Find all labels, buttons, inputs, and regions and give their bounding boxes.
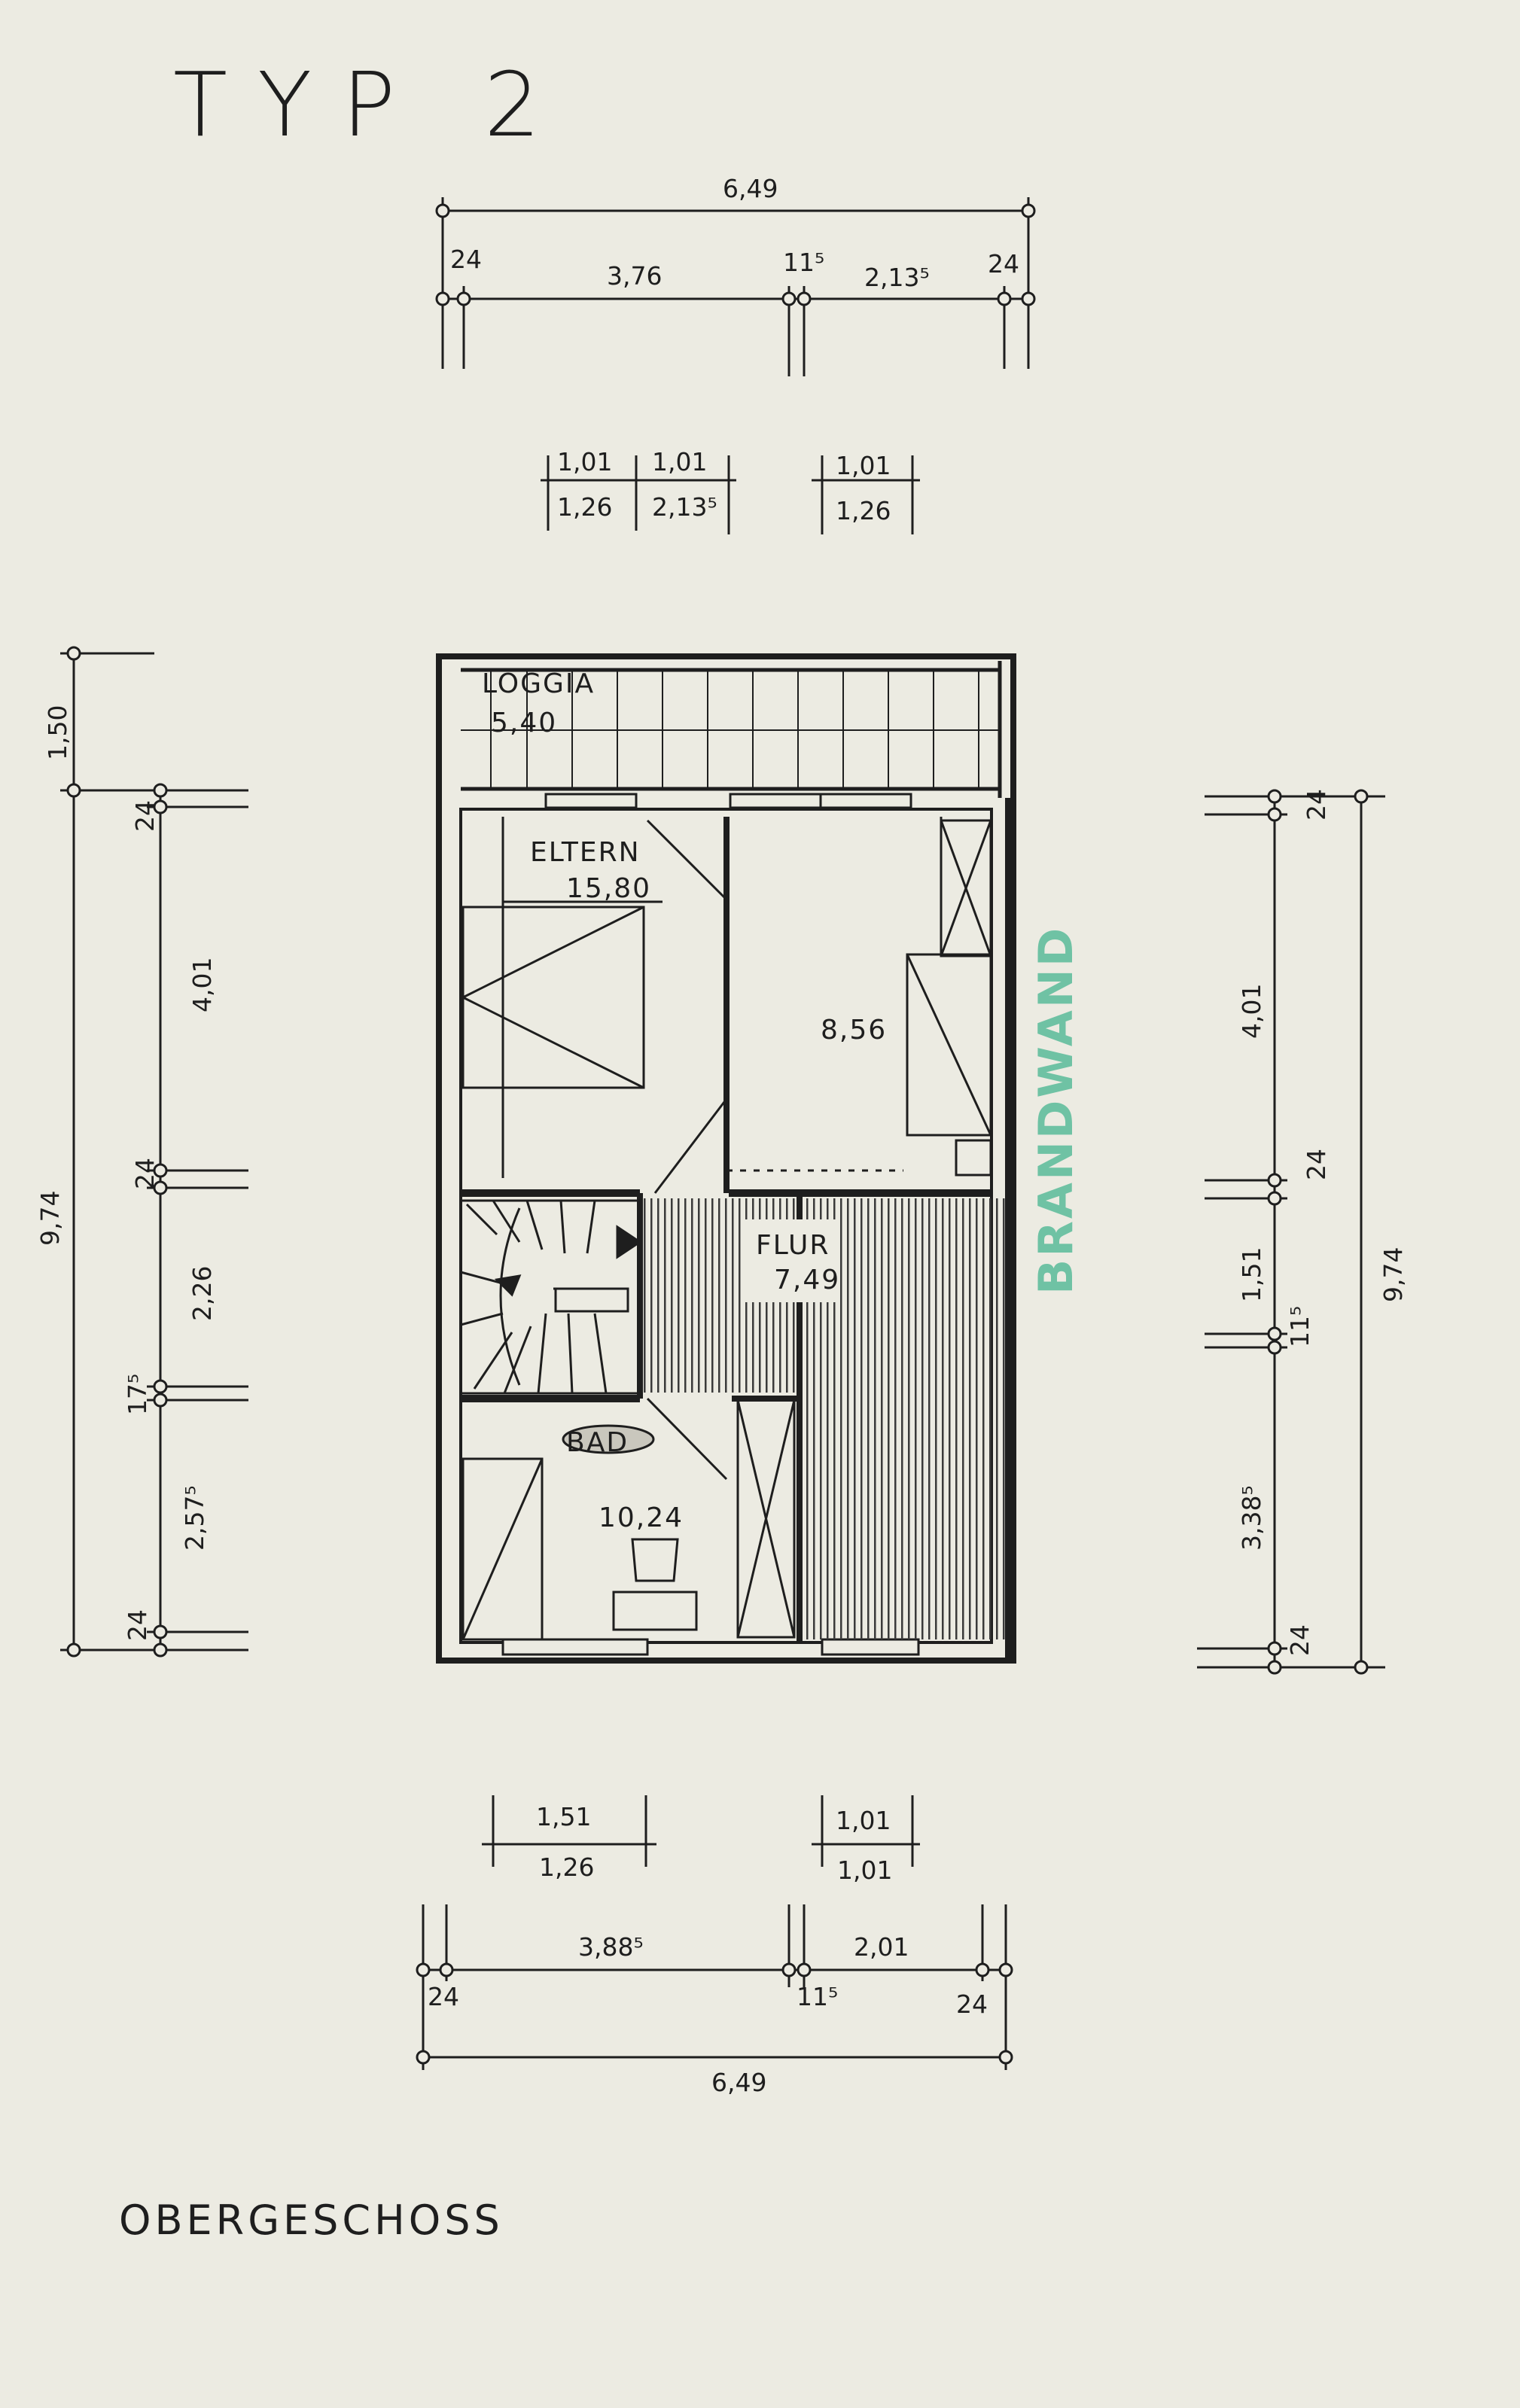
window-3-height: 1,26 [836, 496, 891, 525]
window-b2-width: 1,01 [836, 1806, 891, 1835]
dimension-chain-top [435, 197, 1036, 376]
dim-top-wall-left: 24 [450, 245, 482, 274]
dim-right-room-3: 3,38⁵ [1237, 1485, 1266, 1551]
window-2-height: 2,13⁵ [652, 492, 717, 522]
dimension-chain-right [1197, 789, 1385, 1675]
dim-left-loggia: 1,50 [43, 705, 72, 760]
dim-bottom-room-right: 2,01 [854, 1932, 909, 1962]
dim-left-wall-2: 24 [130, 1158, 160, 1189]
dim-left-room-3: 2,57⁵ [180, 1485, 209, 1551]
dim-right-total: 9,74 [1378, 1247, 1408, 1302]
room-flur-name: FLUR [756, 1230, 830, 1261]
dim-top-room-left: 3,76 [607, 261, 662, 291]
room-kind-area: 8,56 [821, 1015, 887, 1046]
room-loggia-area: 5,40 [491, 708, 557, 738]
dim-top-room-right: 2,13⁵ [864, 263, 930, 292]
window-b1-height: 1,26 [539, 1852, 594, 1882]
window-3-width: 1,01 [836, 451, 891, 480]
dim-right-wall-3: 11⁵ [1285, 1306, 1314, 1347]
dim-right-room-2: 1,51 [1237, 1247, 1266, 1302]
dim-bottom-wall-left: 24 [428, 1982, 459, 2011]
dim-left-wall-3: 17⁵ [123, 1374, 152, 1415]
dim-bottom-room-left: 3,88⁵ [578, 1932, 644, 1962]
dim-top-inner-wall: 11⁵ [783, 248, 824, 277]
plan-title: TYP 2 [173, 53, 571, 157]
dim-left-wall-4: 24 [123, 1609, 152, 1641]
dim-top-wall-right: 24 [988, 249, 1019, 279]
floor-label: OBERGESCHOSS [119, 2196, 504, 2244]
window-specs-top [541, 455, 920, 534]
dim-right-wall-4: 24 [1285, 1624, 1314, 1656]
dimension-chain-bottom [416, 1904, 1013, 2070]
room-eltern-name: ELTERN [530, 837, 641, 868]
dim-bottom-total: 6,49 [711, 2068, 766, 2097]
room-eltern-area: 15,80 [566, 873, 651, 904]
dim-left-total: 9,74 [35, 1191, 65, 1246]
dim-left-wall-1: 24 [130, 800, 160, 832]
brandwand-stamp: BRANDWAND [1028, 926, 1083, 1295]
hatched-floor [644, 1198, 1006, 1639]
dim-right-room-1: 4,01 [1237, 984, 1266, 1039]
window-b1-width: 1,51 [536, 1802, 591, 1831]
room-bad-area: 10,24 [599, 1502, 684, 1533]
window-b2-height: 1,01 [837, 1855, 892, 1885]
dimension-chain-left [60, 646, 248, 1658]
dim-bottom-inner-wall: 11⁵ [797, 1982, 838, 2011]
dim-left-room-2: 2,26 [187, 1266, 217, 1321]
dim-right-wall-2: 24 [1302, 1149, 1331, 1180]
window-specs-bottom [482, 1795, 920, 1867]
window-2-width: 1,01 [652, 447, 707, 476]
dim-top-total: 6,49 [723, 174, 778, 203]
floor-plan-walls [436, 653, 1016, 1664]
window-1-width: 1,01 [557, 447, 612, 476]
room-bad-name: BAD [566, 1427, 629, 1458]
dim-bottom-wall-right: 24 [956, 1989, 988, 2019]
room-flur-area: 7,49 [774, 1265, 840, 1295]
window-1-height: 1,26 [557, 492, 612, 522]
room-loggia-name: LOGGIA [482, 668, 595, 699]
dim-left-room-1: 4,01 [187, 957, 217, 1012]
dim-right-wall-1: 24 [1302, 789, 1331, 820]
